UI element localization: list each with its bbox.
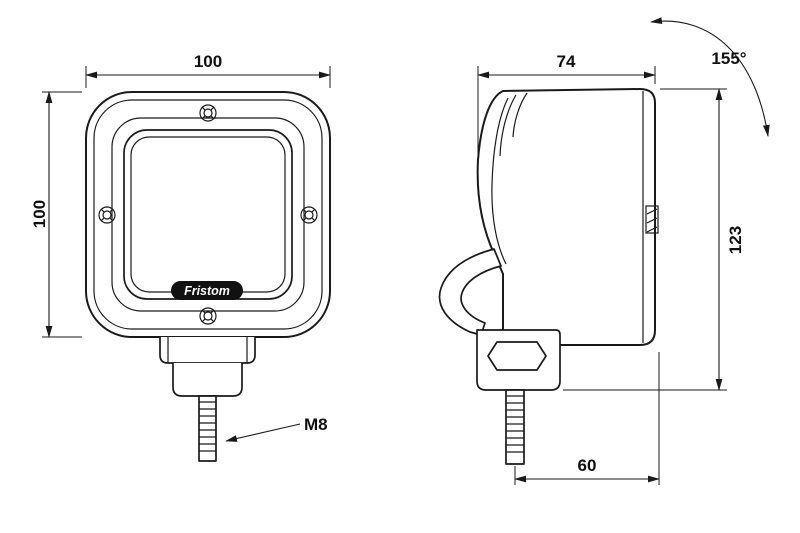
bezel (111, 117, 305, 312)
dimension-side-depth: 74 (477, 52, 656, 155)
dimension-label-front-width: 100 (194, 52, 222, 71)
lamp-side-profile (476, 88, 656, 346)
screw-icon (199, 307, 217, 325)
housing-inner-line (93, 99, 323, 330)
screw-icon (300, 206, 318, 224)
dimension-tilt-angle: 155° (650, 17, 770, 137)
screw-icon (199, 104, 217, 122)
dimension-stud-to-back: 60 (514, 352, 660, 485)
brand-badge-text: Fristom (184, 284, 230, 298)
thread-label: M8 (304, 415, 328, 434)
lens-seam (491, 97, 509, 265)
dimension-label-overall-height: 123 (726, 226, 745, 254)
dimension-overall-height: 123 (563, 88, 745, 391)
threaded-stud-front (198, 395, 217, 462)
dimension-label-tilt-angle: 155° (711, 49, 746, 68)
dimension-front-height: 100 (30, 91, 82, 338)
brand-badge: Fristom (171, 281, 243, 300)
lens-outer (123, 129, 293, 300)
tilt-arc (650, 17, 770, 137)
dimension-front-width: 100 (85, 52, 331, 88)
dimension-label-front-height: 100 (30, 200, 49, 228)
brand-badge-background (171, 281, 243, 300)
screw-icon (98, 206, 116, 224)
dimension-label-stud-to-back: 60 (578, 456, 597, 475)
hex-nut (487, 341, 547, 371)
thread-annotation: M8 (225, 415, 328, 442)
mounting-bracket-front (159, 337, 256, 397)
side-view (438, 88, 659, 465)
lens-curve-line (512, 92, 528, 138)
front-view: Fristom M8 (85, 91, 331, 462)
bracket-arm (438, 248, 502, 336)
threaded-stud-side (505, 389, 525, 465)
leader-line (225, 423, 301, 442)
lens-curve-line (499, 94, 517, 157)
cable-grommet (645, 205, 659, 234)
dimension-label-side-depth: 74 (557, 52, 576, 71)
